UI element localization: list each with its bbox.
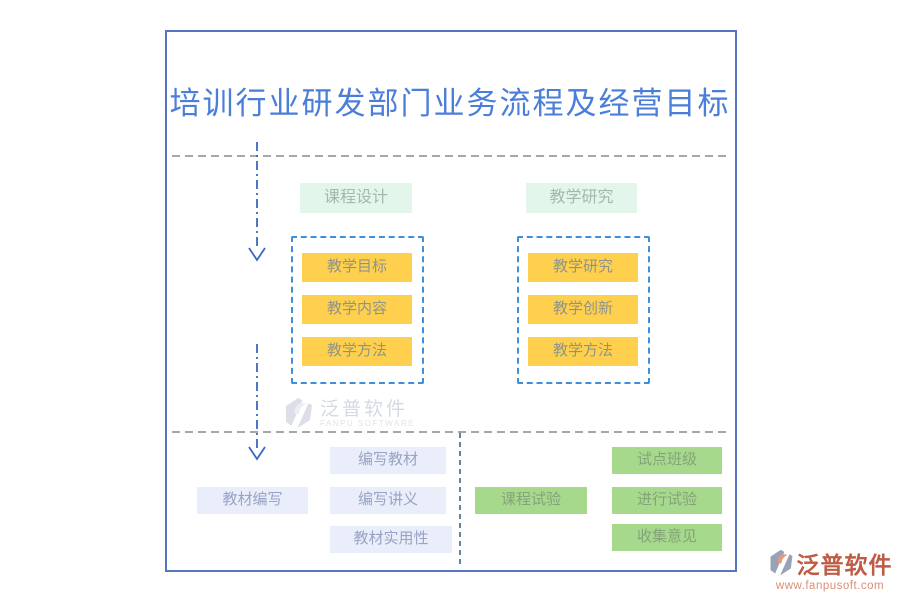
flow-item: 教学研究	[528, 253, 638, 282]
bottom-right-header-box: 课程试验	[475, 487, 587, 514]
flow-item: 收集意见	[612, 524, 722, 551]
flow-item: 编写讲义	[330, 487, 446, 514]
flow-item: 教学目标	[302, 253, 412, 282]
top-left-item-group	[291, 236, 424, 384]
top-right-header-box: 教学研究	[526, 183, 637, 213]
fanpu-logo-icon-watermark	[286, 398, 312, 429]
flow-item: 教学内容	[302, 295, 412, 324]
flow-item: 教学创新	[528, 295, 638, 324]
watermark-subtitle-text: FANPU SOFTWARE	[320, 418, 415, 428]
flow-item: 教学方法	[528, 337, 638, 366]
footer-logo: 泛普软件 www.fanpusoft.com	[766, 546, 894, 592]
top-right-item-group	[517, 236, 650, 384]
watermark-brand-text: 泛普软件	[320, 398, 409, 420]
fanpu-logo-icon	[770, 549, 792, 577]
flow-item: 进行试验	[612, 487, 722, 514]
bottom-left-header-box: 教材编写	[197, 487, 308, 514]
top-left-header-box: 课程设计	[300, 183, 412, 213]
flow-item: 试点班级	[612, 447, 722, 474]
page-title: 培训行业研发部门业务流程及经营目标	[169, 86, 731, 121]
flow-item: 教学方法	[302, 337, 412, 366]
flow-item: 编写教材	[330, 447, 446, 474]
footer-brand-text: 泛普软件	[796, 553, 893, 578]
flow-item: 教材实用性	[330, 526, 452, 553]
diagram-frame	[165, 30, 737, 572]
watermark: 泛普软件 FANPU SOFTWARE	[283, 397, 415, 430]
footer-url-text: www.fanpusoft.com	[775, 580, 885, 592]
